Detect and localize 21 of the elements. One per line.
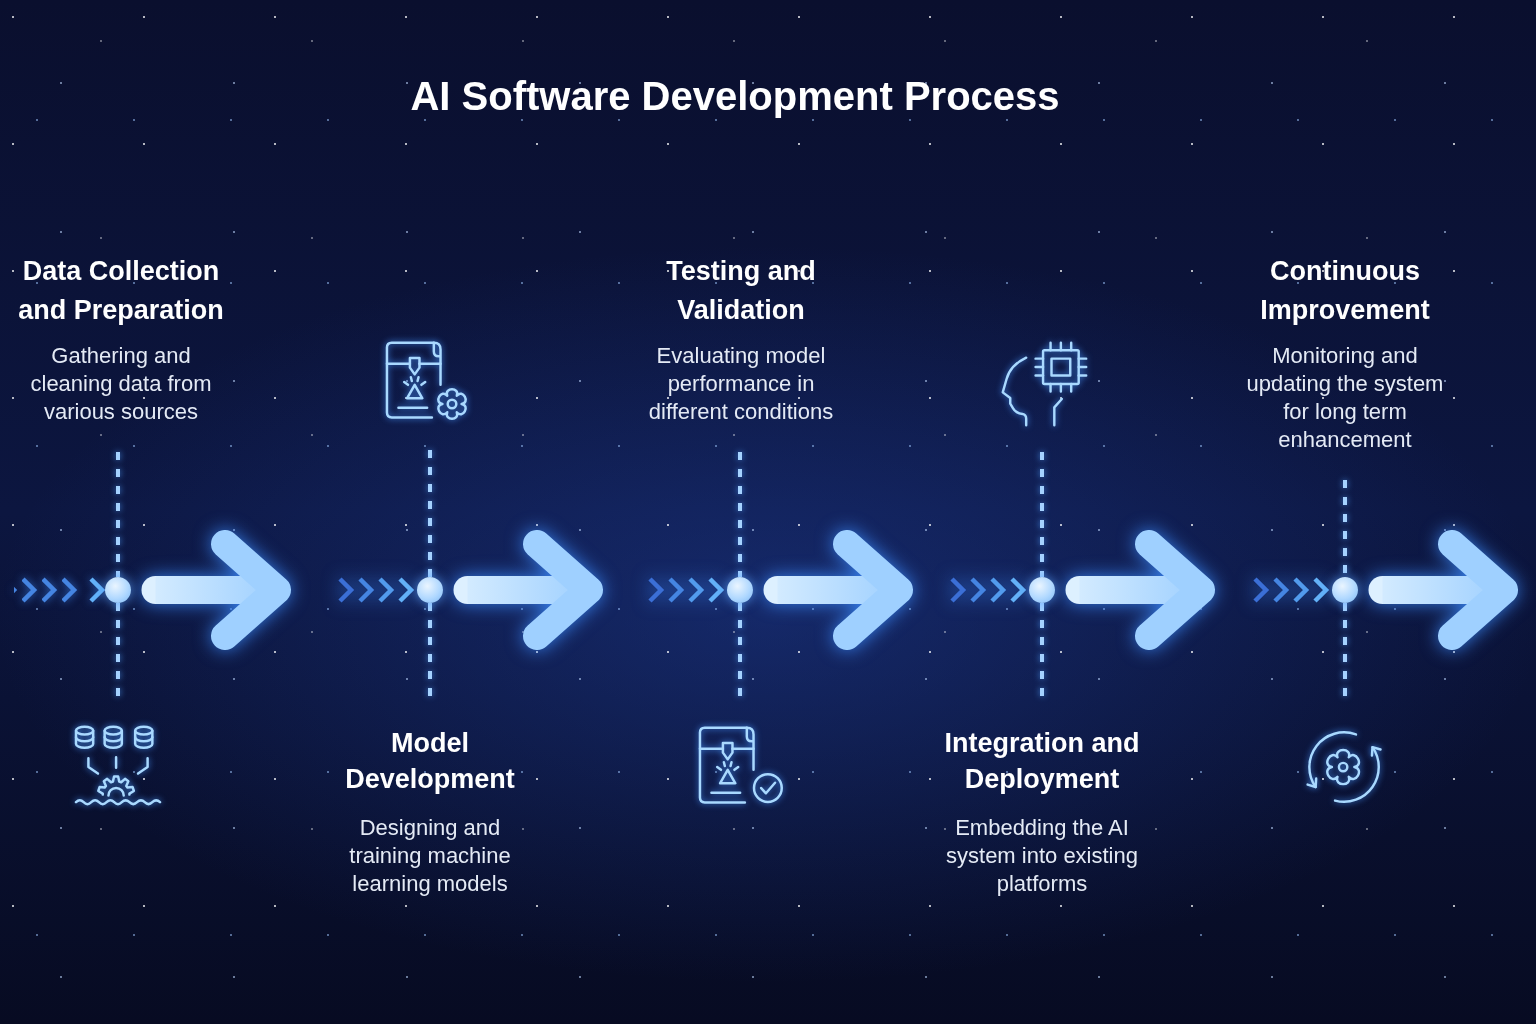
dotted-connector: [1040, 452, 1044, 577]
chevron-arrow: [14, 576, 105, 604]
step-description: Embedding the AI system into existing platforms: [945, 814, 1139, 898]
timeline-dot: [1332, 577, 1358, 603]
dotted-connector: [116, 452, 120, 577]
step-title: Model Development: [344, 727, 516, 796]
step-description: Gathering and cleaning data from various sources: [29, 342, 213, 426]
timeline-dot: [1029, 577, 1055, 603]
step-title: Data Collection and Preparation: [17, 255, 225, 327]
step-description: Designing and training machine learning models: [348, 814, 512, 898]
timeline-dot: [417, 577, 443, 603]
dotted-connector: [428, 450, 432, 577]
step-title: Testing and Validation: [665, 255, 817, 327]
step-description: Evaluating model performance in different conditions: [647, 342, 835, 426]
step-description: Monitoring and updating the system for long term enhancement: [1245, 342, 1445, 454]
step-title: Continuous Improvement: [1259, 255, 1431, 327]
timeline-dot: [727, 577, 753, 603]
timeline-dot: [105, 577, 131, 603]
dotted-connector: [738, 452, 742, 577]
diagram-title: AI Software Development Process: [410, 73, 1060, 120]
step-title: Integration and Deployment: [943, 727, 1141, 796]
